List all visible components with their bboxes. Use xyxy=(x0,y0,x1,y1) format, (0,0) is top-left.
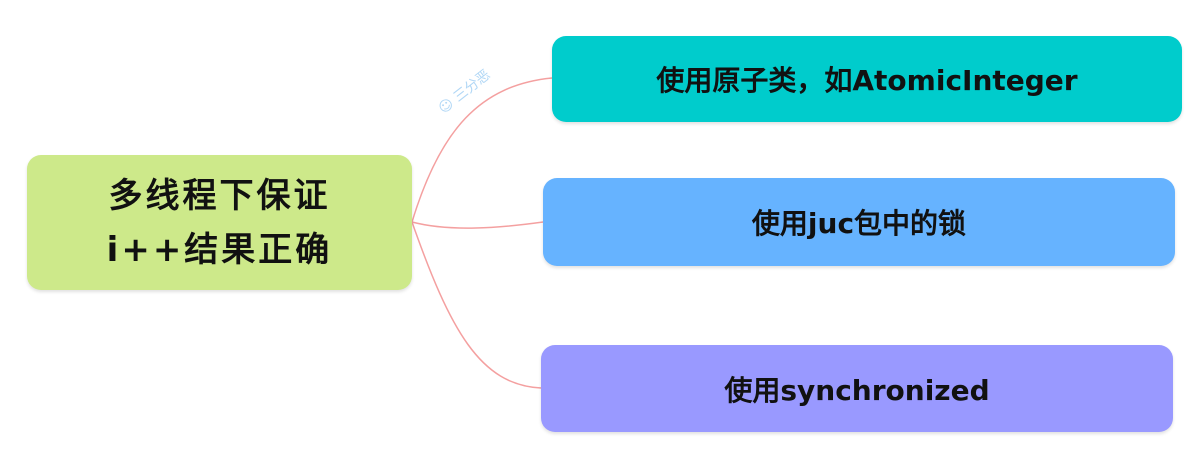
child-node-synchronized[interactable]: 使用synchronized xyxy=(541,345,1173,432)
child-node-atomic[interactable]: 使用原子类，如AtomicInteger xyxy=(552,36,1182,122)
child-label: 使用synchronized xyxy=(724,373,990,407)
connector-3 xyxy=(411,221,542,389)
connector-2 xyxy=(411,221,544,229)
child-node-juc-lock[interactable]: 使用juc包中的锁 xyxy=(543,178,1175,266)
root-line-1: 多线程下保证 xyxy=(108,175,331,216)
root-node[interactable]: 多线程下保证 i++结果正确 xyxy=(27,155,412,290)
connector-1 xyxy=(411,77,553,223)
child-label: 使用原子类，如AtomicInteger xyxy=(656,64,1078,97)
root-line-2: i++结果正确 xyxy=(106,229,333,270)
child-label: 使用juc包中的锁 xyxy=(751,207,967,240)
